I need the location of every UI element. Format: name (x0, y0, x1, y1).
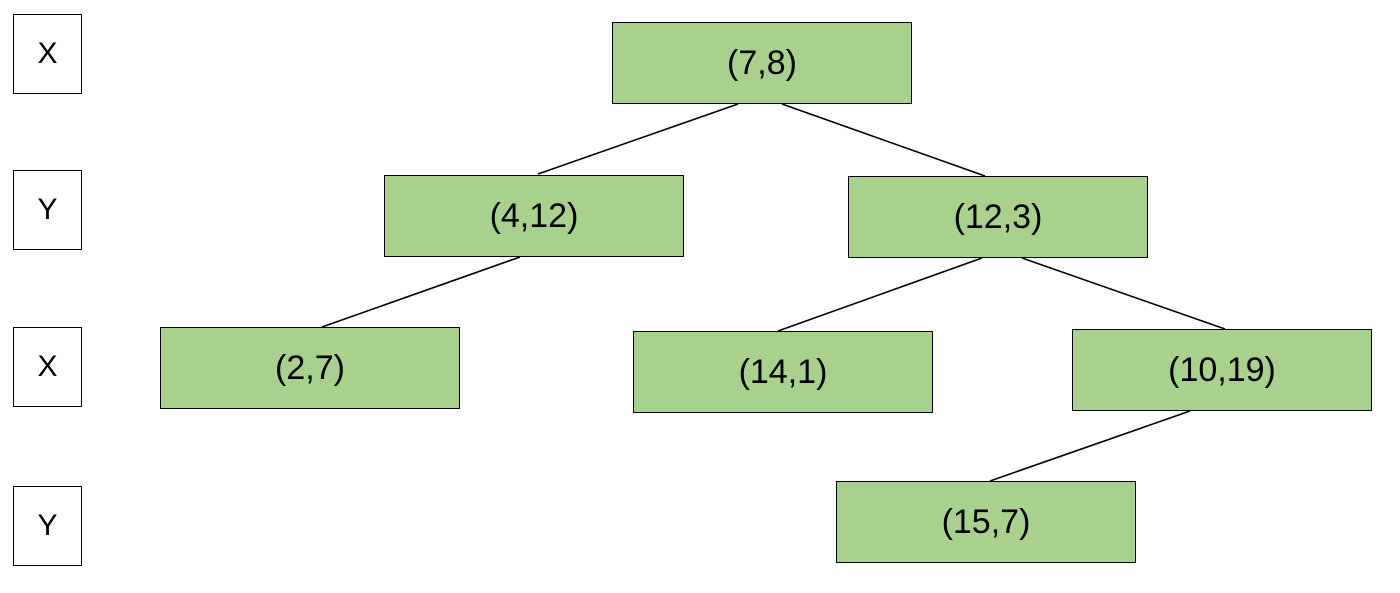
node-14-1: (14,1) (633, 331, 933, 413)
edge-10-19-to-15-7 (989, 410, 1191, 482)
axis-label-level-3: Y (13, 486, 82, 566)
edge-12-3-to-14-1 (777, 257, 983, 332)
edge-7-8-to-4-12 (537, 103, 739, 175)
node-15-7: (15,7) (836, 481, 1136, 563)
node-4-12: (4,12) (384, 175, 684, 257)
node-10-19: (10,19) (1072, 329, 1372, 411)
axis-label-level-2: X (13, 327, 82, 407)
edge-4-12-to-2-7 (321, 256, 521, 328)
edge-7-8-to-12-3 (781, 103, 986, 177)
axis-label-level-1: Y (13, 170, 82, 250)
node-7-8: (7,8) (612, 22, 912, 104)
axis-label-level-0: X (13, 14, 82, 94)
edge-12-3-to-10-19 (1021, 257, 1226, 330)
node-2-7: (2,7) (160, 327, 460, 409)
node-12-3: (12,3) (848, 176, 1148, 258)
